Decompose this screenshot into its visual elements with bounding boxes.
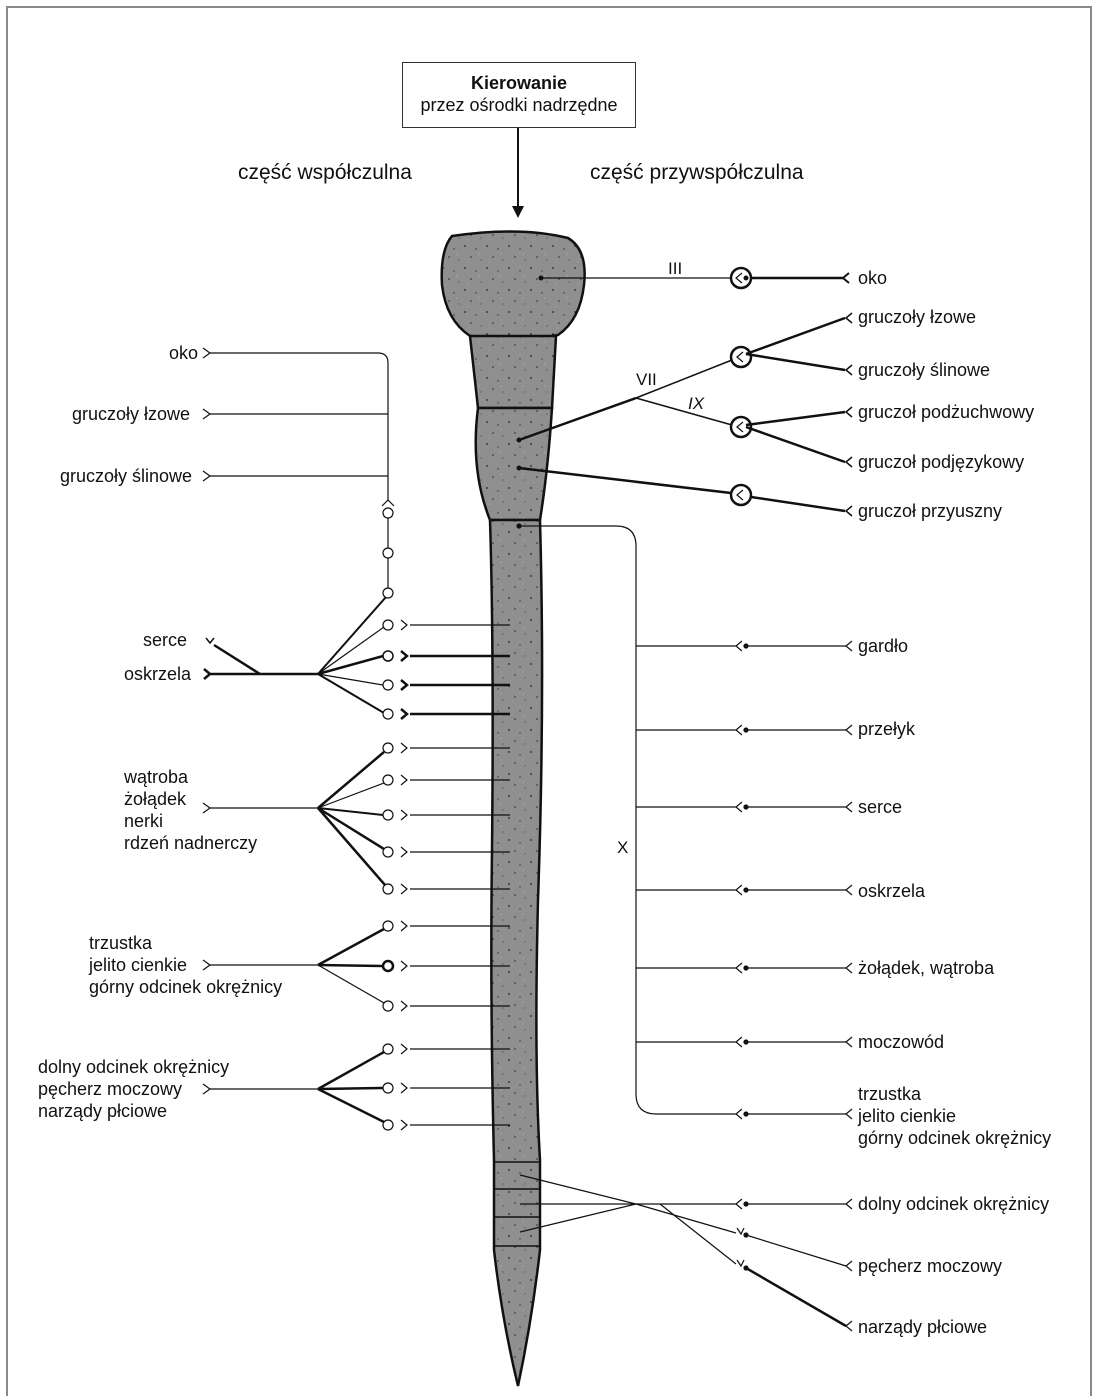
right-target-serce: serce (858, 794, 902, 820)
left-target-lzowe: gruczoły łzowe (72, 401, 190, 427)
sympathetic-pelvic-fan (203, 1044, 393, 1130)
right-target-podjezykowy: gruczoł podjęzykowy (858, 449, 1024, 475)
sacral-pathway (520, 1175, 852, 1331)
parotid-pathway (517, 466, 852, 516)
nerve-X-vagus-pathway (517, 524, 852, 1119)
right-target-narzady: narządy płciowe (858, 1314, 987, 1340)
right-target-przelyk: przełyk (858, 716, 915, 742)
left-target-oko: oko (169, 340, 198, 366)
control-box: Kierowanie przez ośrodki nadrzędne (402, 62, 636, 128)
right-target-oskrzela: oskrzela (858, 878, 925, 904)
sympathetic-head-pathway (210, 353, 394, 598)
right-target-oko: oko (858, 265, 887, 291)
right-target-lzowe: gruczoły łzowe (858, 304, 976, 330)
left-target-slinowe: gruczoły ślinowe (60, 463, 192, 489)
medulla (476, 408, 552, 520)
nerve-III-label: III (668, 259, 682, 279)
left-target-serce: serce (143, 627, 187, 653)
parasympathetic-title: część przywspółczulna (590, 160, 804, 186)
control-title: Kierowanie (403, 72, 635, 94)
right-target-dolny: dolny odcinek okrężnicy (858, 1191, 1049, 1217)
right-target-trzustka-group: trzustka jelito cienkie górny odcinek ok… (858, 1083, 1051, 1149)
sympathetic-title: część współczulna (238, 160, 412, 186)
pons (470, 336, 556, 408)
left-target-group-pancreas: trzustka jelito cienkie górny odcinek ok… (89, 932, 282, 998)
left-target-group-liver: wątroba żołądek nerki rdzeń nadnerczy (124, 766, 257, 854)
nerve-IX-label: IX (688, 394, 704, 414)
sympathetic-left-arrows (203, 348, 210, 481)
midbrain (442, 231, 585, 338)
nerve-VII-label: VII (636, 370, 657, 390)
right-target-przyuszny: gruczoł przyuszny (858, 498, 1002, 524)
right-target-gardlo: gardło (858, 633, 908, 659)
left-target-oskrzela: oskrzela (124, 661, 191, 687)
right-target-zoladek: żołądek, wątroba (858, 955, 994, 981)
control-subtitle: przez ośrodki nadrzędne (420, 95, 617, 115)
right-target-slinowe: gruczoły ślinowe (858, 357, 990, 383)
spinal-cord (490, 520, 542, 1386)
nerve-X-label: X (617, 838, 628, 858)
control-arrow (512, 128, 524, 218)
right-target-moczowod: moczowód (858, 1029, 944, 1055)
right-target-podzuchwowy: gruczoł podżuchwowy (858, 399, 1034, 425)
sympathetic-thorax-fan (204, 597, 393, 719)
central-nervous-system (442, 231, 585, 1386)
right-target-pecherz: pęcherz moczowy (858, 1253, 1002, 1279)
nerve-VII-IX-pathway (517, 313, 852, 467)
left-target-group-pelvic: dolny odcinek okrężnicy pęcherz moczowy … (38, 1056, 229, 1122)
